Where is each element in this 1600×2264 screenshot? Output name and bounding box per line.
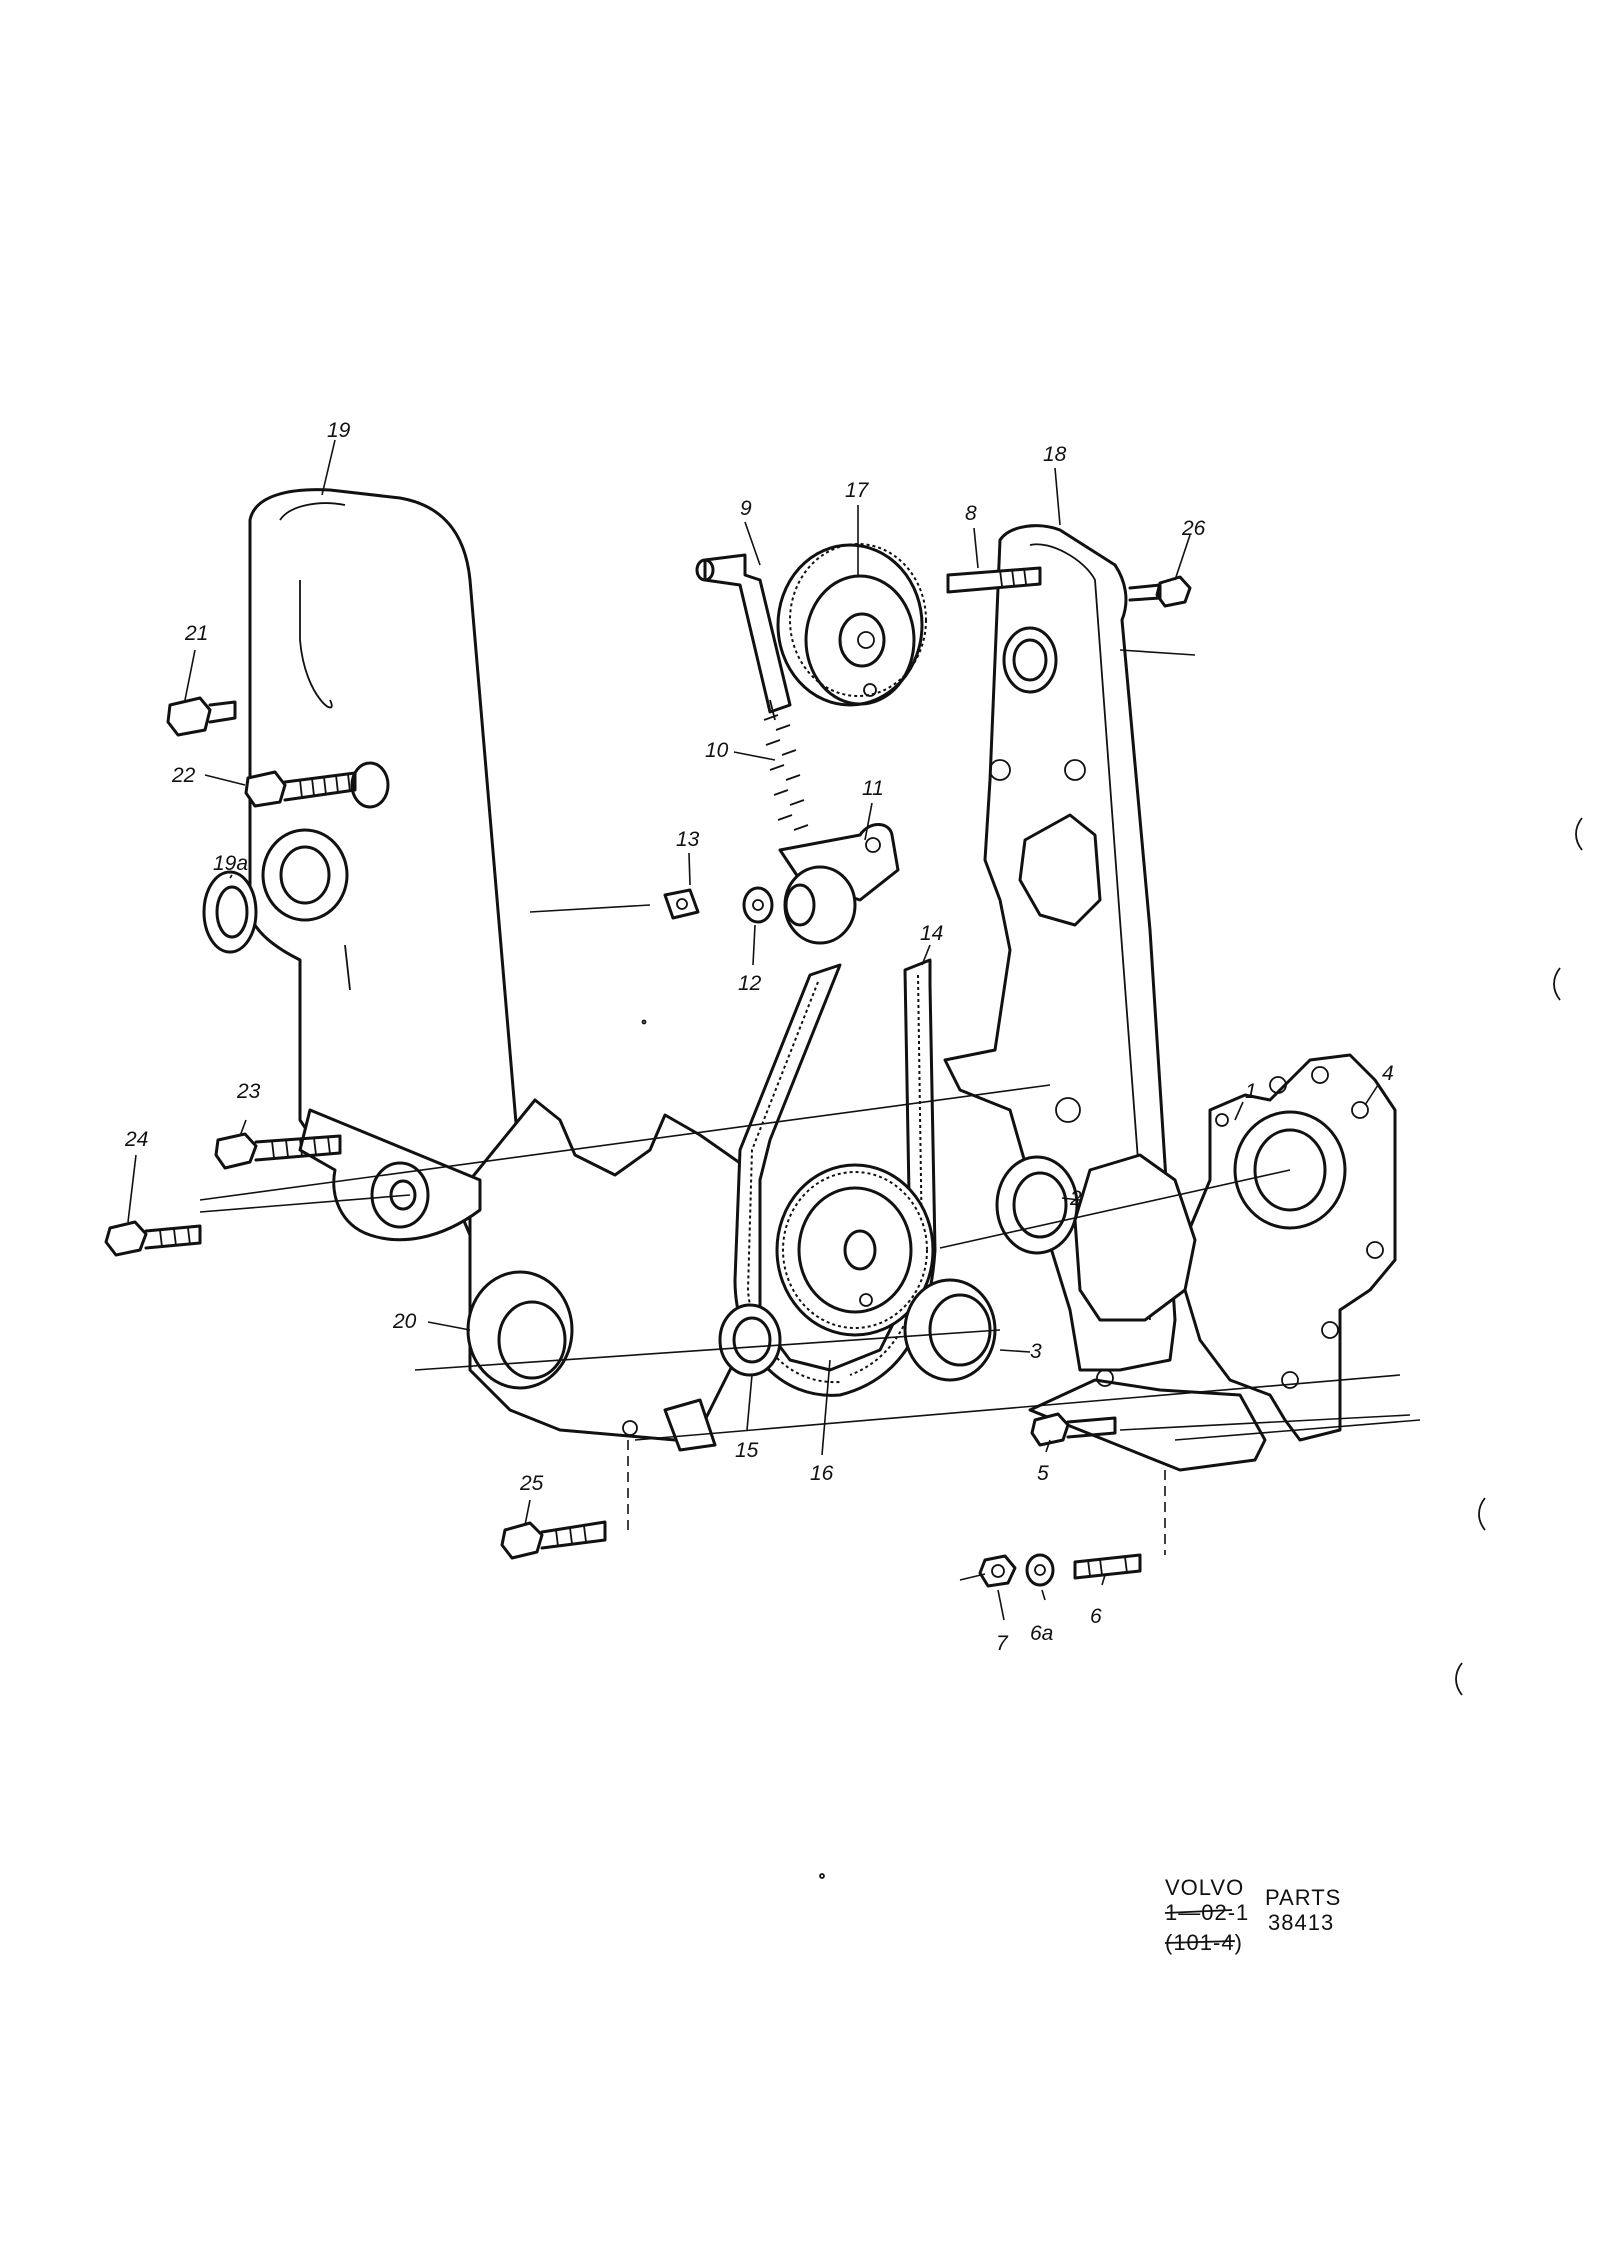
callout-20: 20 xyxy=(392,1310,417,1333)
callout-2: 2 xyxy=(1069,1187,1082,1210)
bolt-25 xyxy=(500,1520,607,1560)
callout-11: 11 xyxy=(862,777,884,800)
bolt-5 xyxy=(1030,1412,1117,1447)
callout-10: 10 xyxy=(705,739,729,762)
callout-labels: 19 21 22 19a 23 24 20 25 9 17 8 18 26 10… xyxy=(124,419,1394,1655)
callout-5: 5 xyxy=(1037,1462,1049,1485)
stud-8 xyxy=(946,566,1042,594)
callout-24: 24 xyxy=(124,1128,148,1151)
margin-binding-marks xyxy=(1455,817,1583,1696)
callout-4: 4 xyxy=(1382,1062,1394,1085)
callout-12: 12 xyxy=(738,972,762,995)
lower-timing-cover xyxy=(298,1098,762,1452)
inner-timing-cover xyxy=(943,524,1267,1472)
callout-1: 1 xyxy=(1245,1080,1257,1103)
callout-7: 7 xyxy=(996,1632,1009,1655)
callout-14: 14 xyxy=(920,922,943,945)
callout-19a: 19a xyxy=(213,852,248,875)
callout-leaders xyxy=(127,439,1379,1621)
callout-3: 3 xyxy=(1030,1340,1042,1363)
stamp-parts-label: PARTS xyxy=(1265,1885,1341,1910)
callout-25: 25 xyxy=(519,1472,544,1495)
bolt-26 xyxy=(1128,575,1192,608)
washer-6a xyxy=(1025,1553,1055,1587)
camshaft-pulley xyxy=(776,543,927,707)
alignment-lines xyxy=(199,649,1421,1581)
callout-15: 15 xyxy=(735,1439,759,1462)
callout-18: 18 xyxy=(1043,443,1067,466)
stamp-part-number: 38413 xyxy=(1268,1910,1334,1935)
bolt-24 xyxy=(104,1220,202,1257)
stamp-brand: VOLVO xyxy=(1165,1875,1244,1900)
callout-21: 21 xyxy=(184,622,208,645)
tensioner-pulley xyxy=(663,823,900,945)
callout-9: 9 xyxy=(740,497,752,520)
callout-16: 16 xyxy=(810,1462,834,1485)
fasteners xyxy=(104,566,1192,1588)
tensioner-rod-and-spring xyxy=(695,553,809,831)
crankshaft-pulley xyxy=(718,1163,935,1377)
callout-17: 17 xyxy=(845,479,870,502)
nut-7 xyxy=(978,1554,1017,1588)
bolt-22 xyxy=(244,761,390,809)
callout-22: 22 xyxy=(171,764,196,787)
callout-23: 23 xyxy=(236,1080,261,1103)
callout-26: 26 xyxy=(1181,517,1206,540)
volvo-parts-stamp: VOLVO PARTS 1—02-1 38413 (101-4) xyxy=(1164,1875,1341,1955)
seal-19a xyxy=(202,870,258,954)
callout-8: 8 xyxy=(965,502,977,525)
bolt-21 xyxy=(166,696,237,737)
upper-timing-cover xyxy=(248,488,522,1237)
callout-13: 13 xyxy=(676,828,700,851)
bolt-23 xyxy=(214,1132,342,1170)
callout-19: 19 xyxy=(327,419,351,442)
callout-6: 6 xyxy=(1090,1605,1102,1628)
callout-6a: 6a xyxy=(1030,1622,1053,1645)
stud-6 xyxy=(1073,1553,1142,1580)
